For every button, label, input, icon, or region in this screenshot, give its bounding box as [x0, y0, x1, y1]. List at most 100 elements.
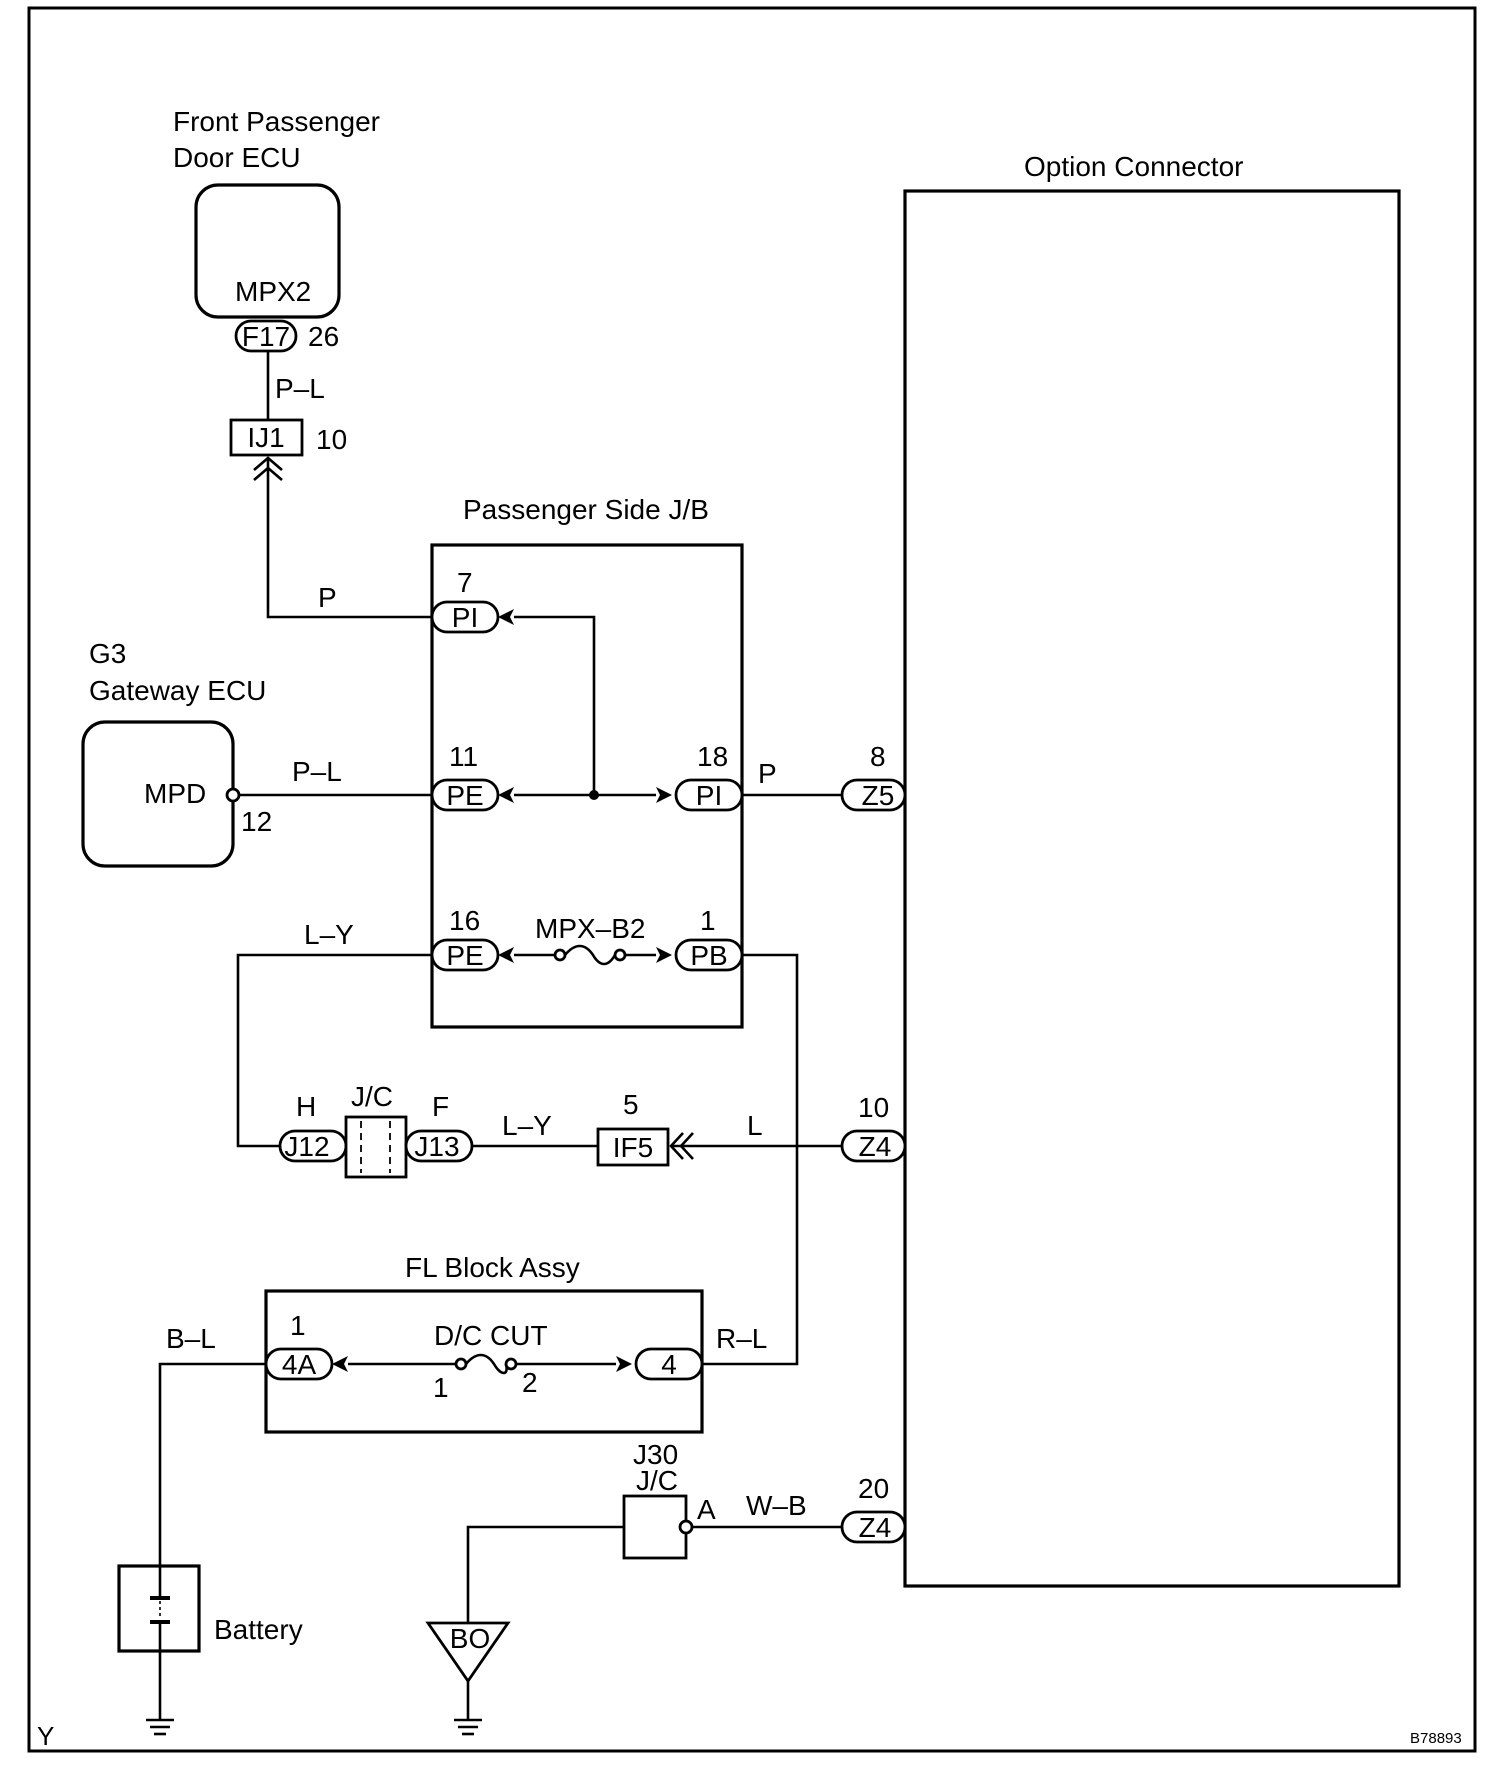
wire-if5-z4-color: L: [747, 1110, 763, 1141]
door-ecu-label-line2: Door ECU: [173, 142, 301, 173]
pi-7-label: PI: [452, 602, 478, 633]
fl-4-socket-icon: [616, 1356, 632, 1372]
wire-battery-fl-color: B–L: [166, 1323, 216, 1354]
fl-block-label: FL Block Assy: [405, 1252, 580, 1283]
bo-ground: BO: [425, 1621, 511, 1736]
gateway-label-line2: Gateway ECU: [89, 675, 266, 706]
bo-ground-triangle-icon: [425, 1621, 511, 1684]
pe-16-pin: 16: [449, 905, 480, 936]
wire-jb-internal-pi: [514, 615, 596, 795]
pb-socket-icon: [656, 947, 672, 963]
mpd-terminal-icon: [225, 787, 241, 803]
wire-pe-jc-color: L–Y: [304, 919, 354, 950]
j30-pin: A: [697, 1494, 716, 1525]
jc-junction: J/C H F J12 J13: [278, 1081, 474, 1179]
j30-terminal-icon: [678, 1519, 694, 1535]
wire-j30-z4-color: W–B: [746, 1490, 807, 1521]
j12-label: J12: [284, 1131, 329, 1162]
battery-label: Battery: [214, 1614, 303, 1645]
fl-block-assy: FL Block Assy 4A 1 D/C CUT 1 2 4: [264, 1252, 704, 1434]
mpd-terminal-label: MPD: [144, 778, 206, 809]
j13-label: J13: [414, 1131, 459, 1162]
front-passenger-door-ecu: Front Passenger Door ECU MPX2: [173, 106, 380, 319]
door-ecu-box: [194, 183, 341, 319]
mpx2-terminal-label: MPX2: [235, 276, 311, 307]
pe-11-label: PE: [446, 780, 483, 811]
pi-7-pin: 7: [457, 567, 473, 598]
wire-j30-bo: [466, 1525, 624, 1623]
fuse-pin-1: 1: [433, 1372, 449, 1403]
fl-4-label: 4: [661, 1349, 677, 1380]
fuse-pin-2: 2: [522, 1367, 538, 1398]
wire-battery-fl: [158, 1362, 266, 1566]
pi-7-socket-icon: [498, 609, 514, 625]
pe-16-connector: PE 16: [430, 905, 514, 972]
fl-4a-pin: 1: [290, 1310, 306, 1341]
wire-pb-fl: [702, 953, 799, 1366]
pi-7-connector: PI 7: [430, 567, 514, 634]
mpx-b2-fuse: MPX–B2: [514, 913, 656, 966]
passenger-jb-label: Passenger Side J/B: [463, 494, 709, 525]
pb-label: PB: [690, 940, 727, 971]
z4-20-connector: Z4 20: [840, 1473, 907, 1544]
j30-label-line2: J/C: [636, 1465, 678, 1496]
j30-block: [622, 1494, 688, 1560]
pi-18-pin: 18: [697, 741, 728, 772]
pe-11-connector: PE 11: [430, 741, 514, 812]
figure-code: B78893: [1410, 1730, 1462, 1747]
pe-11-socket-icon: [498, 787, 514, 803]
option-connector-label: Option Connector: [1024, 151, 1243, 182]
if5-pin: 5: [623, 1089, 639, 1120]
wire-f17-ij1-color: P–L: [275, 373, 325, 404]
page-frame: [27, 6, 1477, 1753]
fl-4-connector: [634, 1347, 704, 1381]
dc-cut-fuse-icon: [465, 1353, 508, 1375]
if5-label: IF5: [613, 1132, 653, 1163]
j13-pin: F: [432, 1091, 449, 1122]
mpx-b2-label: MPX–B2: [535, 913, 646, 944]
ij1-label: IJ1: [247, 422, 284, 453]
passenger-jb-box: [430, 543, 744, 1029]
pe-11-pin: 11: [449, 741, 478, 772]
z5-connector: Z5 8: [840, 741, 907, 812]
z4-10-pin: 10: [858, 1092, 889, 1123]
corner-code-left: Y: [37, 1721, 54, 1751]
mpd-pin: 12: [241, 806, 272, 837]
pe-16-socket-icon: [498, 947, 514, 963]
wire-j13-if5-color: L–Y: [502, 1110, 552, 1141]
pi-18-label: PI: [696, 780, 722, 811]
wire-gateway-pe-color: P–L: [292, 756, 342, 787]
fl-4a-socket-icon: [332, 1356, 348, 1372]
ij1-pin: 10: [316, 424, 347, 455]
option-connector-box: [903, 189, 1401, 1588]
wire-pb-fl-color: R–L: [716, 1323, 767, 1354]
z4-10-connector: Z4 10: [840, 1092, 907, 1163]
z5-label: Z5: [862, 780, 895, 811]
pi-18-connector: PI 18: [656, 741, 744, 812]
bo-label: BO: [450, 1623, 490, 1654]
wire-pi-z5-color: P: [758, 758, 777, 789]
passenger-side-jb: Passenger Side J/B: [430, 494, 744, 1029]
door-ecu-label-line1: Front Passenger: [173, 106, 380, 137]
z4-20-pin: 20: [858, 1473, 889, 1504]
f17-connector: F17 26: [234, 319, 339, 353]
fuse-icon: [564, 944, 617, 966]
j12-pin: H: [296, 1091, 316, 1122]
jc-block: [344, 1115, 408, 1179]
z5-pin: 8: [870, 741, 886, 772]
wire-pe-jc: [236, 953, 432, 1148]
wire-ij1-pi-color: P: [318, 582, 337, 613]
j30-jc: J30 J/C A: [622, 1439, 716, 1560]
pb-connector: PB 1: [656, 905, 744, 972]
f17-pin: 26: [308, 321, 339, 352]
ij1-connector: IJ1 10: [229, 418, 347, 481]
j30-label-line1: J30: [633, 1439, 678, 1470]
option-connector: Option Connector: [903, 151, 1401, 1588]
jc-label: J/C: [351, 1081, 393, 1112]
z4-10-label: Z4: [859, 1131, 892, 1162]
junction-dot: [589, 790, 599, 800]
if5-connector: 5 IF5: [596, 1089, 694, 1167]
gateway-ecu: G3 Gateway ECU MPD 12: [81, 638, 272, 868]
pe-16-label: PE: [446, 940, 483, 971]
